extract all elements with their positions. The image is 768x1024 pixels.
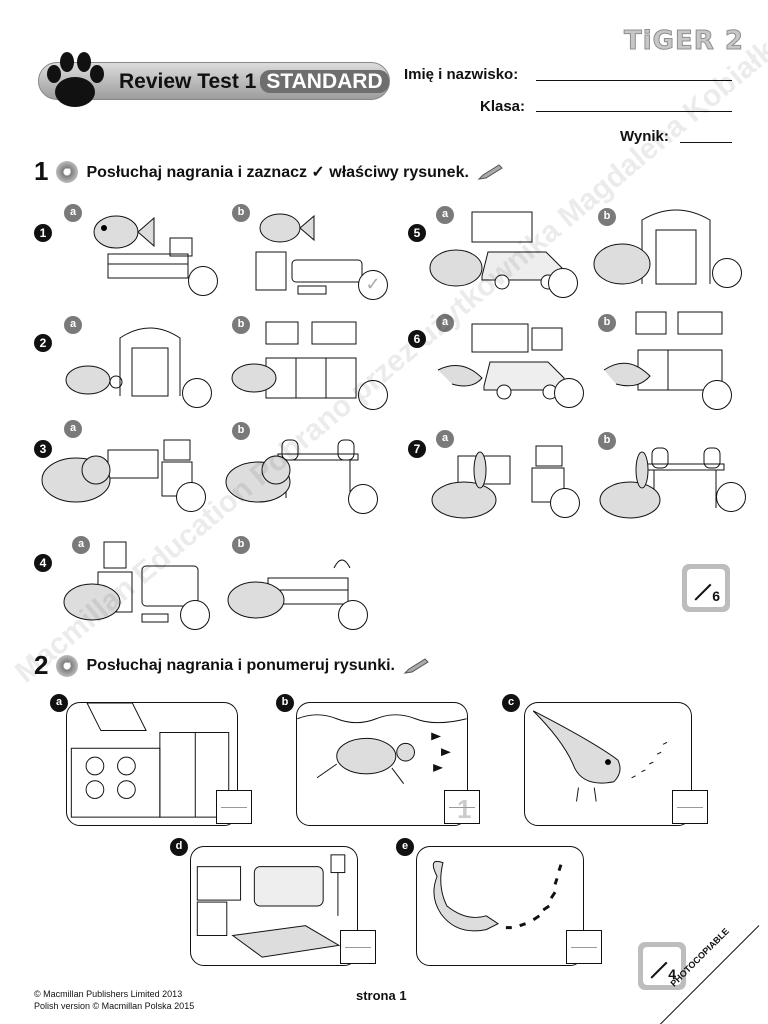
parrot-eating-picture [524,702,692,826]
name-label: Imię i nazwisko: [404,66,519,83]
cd-icon: 14 [56,654,79,677]
option-letter-b: b [232,422,250,440]
number-box-value: 1 [457,794,472,824]
item-number: 4 [34,554,52,572]
option-letter-b: b [598,432,616,450]
option-letter-a: a [64,420,82,438]
lizard-kitchen-picture [598,310,730,406]
option-letter-b: b [232,204,250,222]
score-line[interactable] [680,142,732,143]
picture-letter: b [276,694,294,712]
option-letter-a: a [436,430,454,448]
answer-circle[interactable] [348,484,378,514]
tortoise-hall-picture [60,318,200,404]
cd-track: 13 [64,168,71,175]
class-label: Klasa: [480,98,526,115]
dog-hall-picture [588,198,728,292]
cat-living-room-picture [38,428,200,508]
pencil-icon [477,163,503,180]
answer-circle[interactable] [712,258,742,288]
exercise1-instruction: Posłuchaj nagrania i zaznacz ✓ właściwy … [86,163,469,181]
picture-letter: c [502,694,520,712]
test-name: Review Test 1 [119,70,257,93]
exercise1-score-box: 6 [682,564,730,612]
copyright-line-1: © Macmillan Publishers Limited 2013 [34,989,183,999]
hamster-bedroom-picture [222,538,362,624]
page-number: strona 1 [356,988,407,1003]
item-number: 5 [408,224,426,242]
cd-track: 14 [64,662,71,669]
answer-circle[interactable] [176,482,206,512]
picture-letter: d [170,838,188,856]
number-box[interactable] [672,790,708,824]
hamster-bathroom-picture [58,536,208,626]
example-answer-circle[interactable]: ✓ [358,270,388,300]
exercise1-number: 1 [34,156,49,186]
picture-letter: a [50,694,68,712]
exercise2-score-box: 4 [638,942,686,990]
answer-circle[interactable] [338,600,368,630]
option-letter-b: b [232,316,250,334]
exercise2-instruction: Posłuchaj nagrania i ponumeruj rysunki. [86,656,395,674]
option-letter-b: b [232,536,250,554]
item-number: 6 [408,330,426,348]
option-letter-a: a [436,206,454,224]
answer-circle[interactable] [702,380,732,410]
copyright: © Macmillan Publishers Limited 2013 Poli… [34,988,194,1012]
score-label: Wynik: [620,128,669,145]
tiger-logo: TiGER 2 [624,26,744,57]
paw-icon [47,52,104,107]
kitchen-picture [66,702,238,826]
lizard-eating-insects-picture [416,846,584,966]
option-letter-b: b [598,314,616,332]
exercise1-score-total: 6 [712,588,720,604]
answer-circle[interactable] [188,266,218,296]
answer-circle[interactable] [550,488,580,518]
lizard-garage-picture [432,318,576,406]
item-number: 2 [34,334,52,352]
picture-letter: e [396,838,414,856]
exercise2-number: 2 [34,650,49,680]
cd-icon: 13 [56,160,79,183]
item-number: 7 [408,440,426,458]
answer-circle[interactable] [554,378,584,408]
tortoise-swimming-picture [296,702,468,826]
exercise2-heading: 2 14 Posłuchaj nagrania i ponumeruj rysu… [34,650,429,681]
answer-circle[interactable] [180,600,210,630]
number-box[interactable] [216,790,252,824]
number-box[interactable] [340,930,376,964]
answer-circle[interactable] [182,378,212,408]
tortoise-kitchen-picture [226,318,366,408]
item-number: 3 [34,440,52,458]
copyright-line-2: Polish version © Macmillan Polska 2015 [34,1001,195,1011]
answer-circle[interactable] [548,268,578,298]
option-letter-a: a [436,314,454,332]
option-letter-a: a [64,316,82,334]
name-line[interactable] [536,80,732,81]
cat-dining-room-picture [222,428,366,508]
exercise2-score-total: 4 [668,966,676,982]
number-box[interactable]: 1 [444,790,480,824]
number-box[interactable] [566,930,602,964]
class-line[interactable] [536,111,732,112]
fish-bathroom-picture [242,202,372,298]
exercise1-heading: 1 13 Posłuchaj nagrania i zaznacz ✓ właś… [34,156,503,187]
dog-garage-picture [426,206,576,296]
option-letter-b: b [598,208,616,226]
living-room-picture [190,846,358,966]
fish-bedroom-picture [74,202,204,288]
rabbit-dining-room-picture [596,438,730,524]
test-level: STANDARD [260,70,389,93]
item-number: 1 [34,224,52,242]
rabbit-living-room-picture [428,436,580,522]
pencil-icon [403,657,429,674]
answer-circle[interactable] [358,380,388,410]
option-letter-a: a [72,536,90,554]
answer-circle[interactable] [716,482,746,512]
option-letter-a: a [64,204,82,222]
